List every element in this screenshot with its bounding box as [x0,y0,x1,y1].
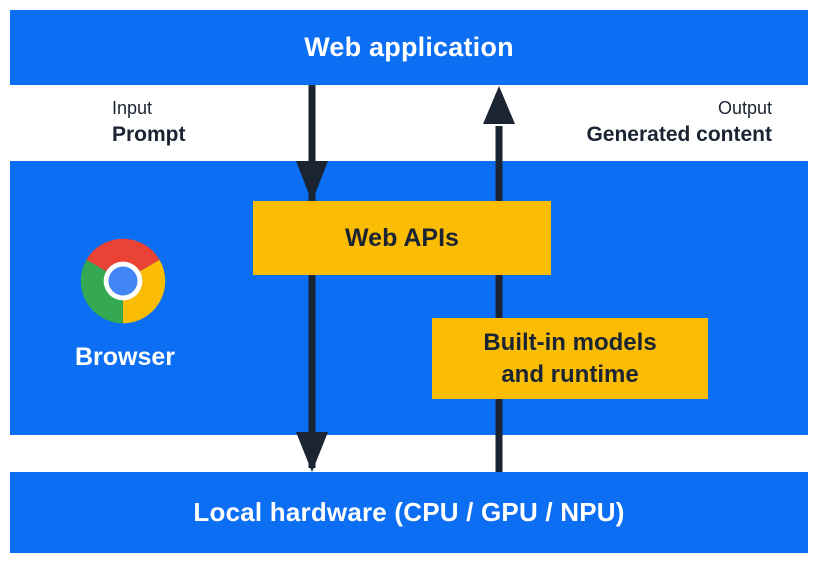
input-label-group: Input Prompt [112,98,186,147]
chrome-icon [79,237,167,325]
web-application-label: Web application [304,32,514,62]
builtin-models-line2: and runtime [501,360,639,388]
input-value-label: Prompt [112,122,186,146]
web-apis-box: Web APIs [253,201,551,275]
web-apis-label: Web APIs [345,223,459,252]
output-label: Output [717,98,772,118]
builtin-models-box: Built-in models and runtime [432,318,708,399]
chrome-icon-center [108,266,138,296]
local-hardware-label: Local hardware (CPU / GPU / NPU) [193,497,625,527]
output-value-label: Generated content [586,122,772,146]
output-label-group: Output Generated content [586,98,772,147]
web-application-bar: Web application [10,10,808,85]
local-hardware-bar: Local hardware (CPU / GPU / NPU) [10,472,808,553]
builtin-models-line1: Built-in models [483,328,657,356]
input-label: Input [112,98,153,118]
chrome-icon-red-segment [86,238,160,281]
browser-label: Browser [74,343,176,371]
